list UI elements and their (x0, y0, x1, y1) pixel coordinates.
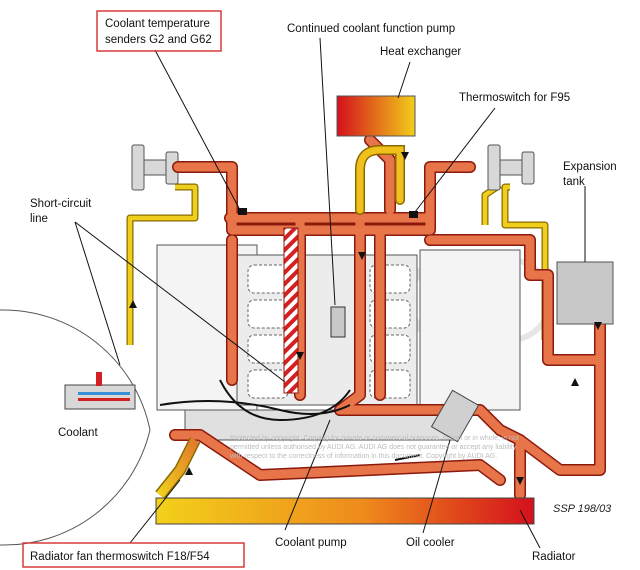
thermoswitch-markers (238, 208, 418, 218)
radiator-fan-thermoswitch-box (22, 542, 245, 568)
hot-coolant-pipes (169, 134, 606, 501)
flow-lines (159, 379, 421, 461)
coolant-connector-caps (131, 144, 535, 191)
flow-arrows (129, 152, 602, 485)
short-circuit-label-2: line (30, 213, 48, 225)
coolant-pump-label: Coolant pump (275, 537, 347, 549)
continued-pump-label: Continued coolant function pump (287, 23, 455, 35)
coolant-temp-senders-box (96, 10, 222, 52)
engine-block (156, 244, 521, 441)
heat-exchanger-label: Heat exchanger (380, 46, 461, 58)
ssp-reference: SSP 198/03 (553, 503, 612, 515)
oil-cooler (430, 389, 480, 443)
short-circuit-line (283, 227, 299, 394)
thermoswitch-f95-label: Thermoswitch for F95 (459, 92, 570, 104)
expansion-tank-label-2: tank (563, 176, 585, 188)
expansion-tank (556, 261, 614, 325)
radiator (155, 497, 535, 525)
leader-lines (74, 37, 586, 549)
oil-cooler-label: Oil cooler (406, 537, 455, 549)
coolant-temp-senders-label-2: senders G2 and G62 (105, 34, 212, 46)
coolant-temp-senders-label-1: Coolant temperature (105, 18, 210, 30)
radiator-fan-thermoswitch-label: Radiator fan thermoswitch F18/F54 (30, 551, 210, 563)
continued-coolant-pump (330, 306, 346, 338)
copyright-watermark-2: permitted unless authorised by AUDI AG. … (230, 444, 517, 451)
copyright-watermark-1: Protected by copyright. Copying for priv… (230, 435, 519, 442)
magnifier-circle (0, 309, 151, 546)
expansion-tank-label-1: Expansion (563, 161, 617, 173)
radiator-label: Radiator (532, 551, 576, 563)
coolant-label: Coolant (58, 427, 98, 439)
pump-inlet-pipe (155, 437, 201, 499)
coolant-detail-inset (64, 372, 136, 410)
heat-exchanger (336, 95, 416, 137)
copyright-watermark-3: with respect to the correctness of infor… (229, 453, 497, 460)
yellow-return-lines (126, 182, 549, 345)
heat-exchanger-feed (355, 145, 405, 215)
short-circuit-label-1: Short-circuit (30, 198, 92, 210)
